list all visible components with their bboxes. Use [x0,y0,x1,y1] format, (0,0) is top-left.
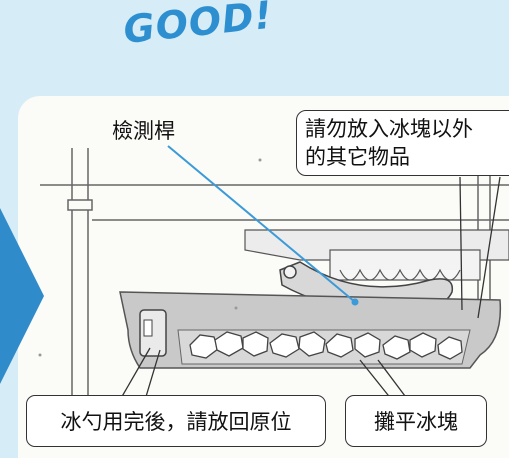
ice-maker-housing [244,229,509,281]
items-leader-2 [477,176,501,319]
scoop-leader-2 [144,349,161,401]
level-leader-2 [377,359,409,401]
ice-cubes [189,331,463,360]
level-leader-1 [359,359,393,401]
callout-line-2: 的其它物品 [305,145,410,169]
sensor-rod-leader [167,145,356,303]
sensor-rod-label: 檢測桿 [112,119,175,143]
callout-line-1: 請勿放入冰塊以外 [305,117,473,141]
scoop-leader-1 [119,347,151,401]
return-scoop-label: 冰勺用完後，請放回原位 [26,395,326,447]
right-arrow-icon [0,208,44,384]
level-ice-label: 攤平冰塊 [345,395,487,447]
no-other-items-callout: 請勿放入冰塊以外 的其它物品 [296,110,509,176]
items-leader-1 [459,176,463,311]
